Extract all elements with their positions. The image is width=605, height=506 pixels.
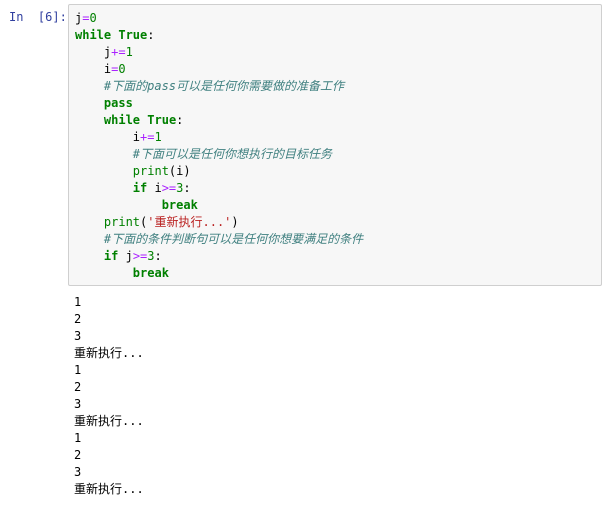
code-token: if <box>132 181 148 195</box>
code-token: ) <box>231 215 239 229</box>
code-token: = <box>82 11 90 25</box>
code-token <box>75 266 133 280</box>
code-token <box>75 232 104 246</box>
code-line: #下面的pass可以是任何你需要做的准备工作 <box>75 78 363 95</box>
code-line: break <box>75 265 363 282</box>
output-line: 重新执行... <box>74 346 144 360</box>
code-token: True <box>118 28 148 42</box>
code-token: j <box>118 249 133 263</box>
code-line: i+=1 <box>75 129 363 146</box>
code-line: if i>=3: <box>75 180 363 197</box>
output-line: 3 <box>74 397 82 411</box>
code-token <box>75 198 162 212</box>
code-token <box>75 215 104 229</box>
code-token: (i) <box>168 164 191 178</box>
code-token <box>75 96 104 110</box>
code-token: 3 <box>147 249 155 263</box>
output-line: 2 <box>74 380 82 394</box>
code-token: break <box>132 266 169 280</box>
code-token: += <box>111 45 126 59</box>
code-token: : <box>147 28 155 42</box>
code-token: ( <box>140 215 148 229</box>
code-token: += <box>140 130 155 144</box>
code-token: 0 <box>89 11 97 25</box>
output-line: 重新执行... <box>74 414 144 428</box>
code-token: while <box>103 113 141 127</box>
code-token: True <box>147 113 177 127</box>
output-line: 2 <box>74 312 82 326</box>
code-token: break <box>161 198 198 212</box>
code-token <box>75 181 133 195</box>
code-line: print(i) <box>75 163 363 180</box>
code-line: j+=1 <box>75 44 363 61</box>
code-token: 0 <box>118 62 126 76</box>
code-line: print('重新执行...') <box>75 214 363 231</box>
code-token: i <box>75 130 141 144</box>
code-line: #下面可以是任何你想执行的目标任务 <box>75 146 363 163</box>
code-token: pass <box>103 96 133 110</box>
code-token: >= <box>161 181 177 195</box>
code-token: 3 <box>176 181 184 195</box>
code-token: 1 <box>125 45 133 59</box>
code-token: print <box>103 215 141 229</box>
code-line: while True: <box>75 27 363 44</box>
output-line: 3 <box>74 329 82 343</box>
code-line: while True: <box>75 112 363 129</box>
code-line: #下面的条件判断句可以是任何你想要满足的条件 <box>75 231 363 248</box>
code-token: if <box>103 249 119 263</box>
code-token: 1 <box>154 130 162 144</box>
output-line: 1 <box>74 295 82 309</box>
output-line: 3 <box>74 465 82 479</box>
code-token: = <box>111 62 119 76</box>
code-line: j=0 <box>75 10 363 27</box>
code-token <box>75 164 133 178</box>
code-token: >= <box>132 249 148 263</box>
code-token: '重新执行...' <box>147 215 232 229</box>
code-line: break <box>75 197 363 214</box>
code-token: #下面的条件判断句可以是任何你想要满足的条件 <box>103 232 364 246</box>
code-token: while <box>75 28 112 42</box>
code-line: pass <box>75 95 363 112</box>
cell-input-prompt: In [6]: <box>9 10 67 24</box>
code-line: i=0 <box>75 61 363 78</box>
code-token <box>75 113 104 127</box>
code-token: #下面可以是任何你想执行的目标任务 <box>132 147 333 161</box>
code-token: print <box>132 164 169 178</box>
code-token: : <box>176 113 184 127</box>
output-line: 1 <box>74 431 82 445</box>
code-line: if j>=3: <box>75 248 363 265</box>
code-token <box>75 147 133 161</box>
output-line: 重新执行... <box>74 482 144 496</box>
code-token: : <box>154 249 162 263</box>
code-token: j <box>75 45 112 59</box>
code-token <box>75 79 104 93</box>
code-token <box>75 249 104 263</box>
cell-output: 1 2 3 重新执行... 1 2 3 重新执行... 1 2 3 重新执行... <box>74 294 144 498</box>
code-token: : <box>183 181 191 195</box>
code-token: i <box>75 62 112 76</box>
code-token: #下面的pass可以是任何你需要做的准备工作 <box>103 79 345 93</box>
output-line: 2 <box>74 448 82 462</box>
output-line: 1 <box>74 363 82 377</box>
code-token: j <box>75 11 83 25</box>
code-token: i <box>147 181 162 195</box>
